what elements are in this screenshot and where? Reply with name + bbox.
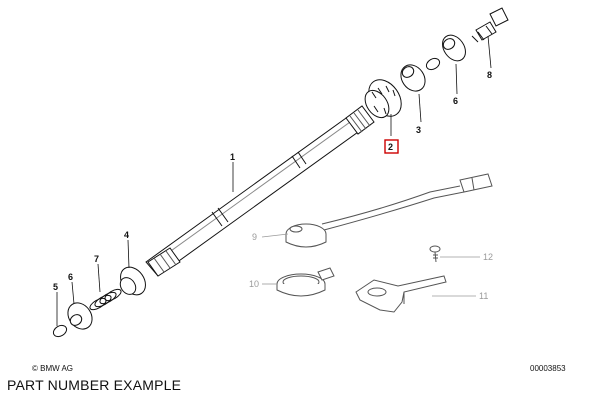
callout-6-lower[interactable]: 6 <box>68 272 73 282</box>
callout-12[interactable]: 12 <box>483 252 493 262</box>
callout-6-upper[interactable]: 6 <box>453 96 458 106</box>
callout-2-highlight-box <box>384 139 399 154</box>
caption: PART NUMBER EXAMPLE <box>7 377 182 393</box>
part-6-bearing-lower[interactable] <box>63 298 97 334</box>
callout-2[interactable]: 2 <box>388 142 393 152</box>
part-11-bracket[interactable] <box>355 275 447 313</box>
callout-11[interactable]: 11 <box>479 291 488 301</box>
part-12-screw[interactable] <box>429 245 441 263</box>
callout-1[interactable]: 1 <box>230 152 235 162</box>
callout-7[interactable]: 7 <box>94 254 99 264</box>
part-ring-upper[interactable] <box>424 56 441 72</box>
drawing-number: 00003853 <box>530 364 566 373</box>
part-9-sensor[interactable] <box>285 173 493 248</box>
callout-3[interactable]: 3 <box>416 125 421 135</box>
part-4-bearing-lower[interactable] <box>115 262 150 299</box>
part-3-sleeve[interactable] <box>396 60 430 96</box>
part-8-bolt[interactable] <box>471 7 509 43</box>
part-5-ring-lower[interactable] <box>51 323 68 339</box>
callout-8[interactable]: 8 <box>487 70 492 80</box>
part-10-clip-ring[interactable] <box>276 267 335 297</box>
part-1-shaft[interactable] <box>145 105 375 277</box>
callout-10[interactable]: 10 <box>249 279 259 289</box>
copyright-notice: © BMW AG <box>32 364 74 373</box>
part-7-spring[interactable] <box>88 287 123 312</box>
part-2-gear-bushing[interactable] <box>360 74 408 123</box>
leader-lines <box>56 35 492 326</box>
callout-4[interactable]: 4 <box>124 230 129 240</box>
callout-9[interactable]: 9 <box>252 232 257 242</box>
callout-5[interactable]: 5 <box>53 282 58 292</box>
leader-lines-grey <box>261 233 480 297</box>
part-6-bearing-upper[interactable] <box>438 31 470 65</box>
